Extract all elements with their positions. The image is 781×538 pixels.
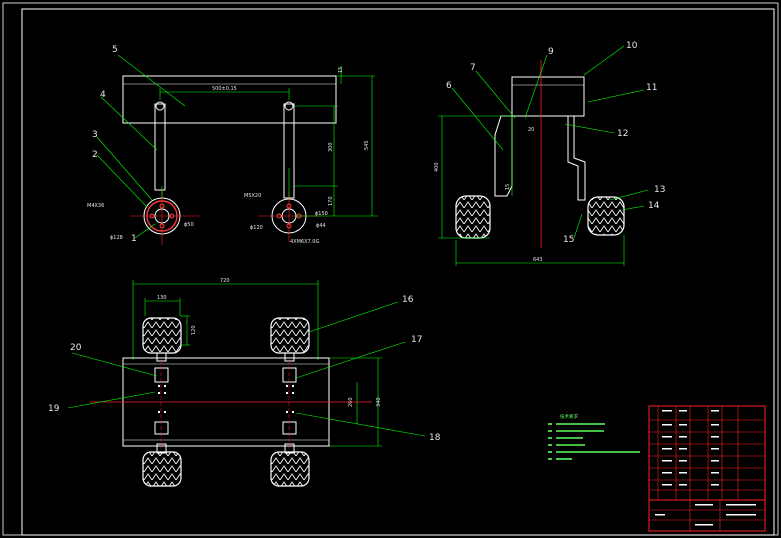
dim-top-overall: 720 [220,278,230,284]
dim-right-a: 300 [328,142,334,152]
label-19: 19 [48,404,60,414]
top-view: 720 130 120 260 340 [48,278,441,487]
label-3: 3 [92,130,98,140]
dim-right-hub: ϕ44 [316,223,326,229]
label-7: 7 [470,63,476,73]
side-right-arm [567,115,586,201]
technical-notes: 技术要求 [548,413,640,460]
front-left-hub [130,190,200,245]
label-2: 2 [92,150,98,160]
label-17: 17 [411,335,422,345]
dim-top-span: 500±0.15 [212,86,237,92]
inner-border [21,8,775,536]
side-left-wheel [455,195,491,239]
label-20: 20 [70,343,82,353]
dim-right-pcd: ϕ120 [250,225,263,231]
dim-left-thread: M4X36 [87,203,104,209]
label-13: 13 [654,185,665,195]
dim-side-width: 643 [533,257,543,263]
dim-right-b: 545 [364,140,370,150]
side-frame [511,76,585,117]
dim-hole-pattern: 4XM6X7.0G [290,239,319,245]
top-wheel-front-right [270,317,310,354]
dim-right-thread: M5X20 [244,193,261,199]
label-14: 14 [648,201,660,211]
dim-right-d: 15 [338,67,344,73]
label-10: 10 [626,41,638,51]
label-11: 11 [646,83,657,93]
label-1: 1 [131,234,137,244]
front-right-hub [258,192,322,242]
dim-left-pcd: ϕ128 [110,235,123,241]
label-4: 4 [100,90,106,100]
dim-top-outer: 340 [376,397,382,407]
side-view: 400 643 20 15 6 7 9 10 11 12 13 14 15 [434,41,665,266]
label-9: 9 [548,47,554,57]
top-wheel-rear-left [142,451,182,487]
label-6: 6 [446,81,452,91]
label-15: 15 [563,235,574,245]
front-view: 500±0.15 300 545 170 15 M4X36 ϕ128 ϕ50 M… [87,45,378,245]
front-right-arm [283,103,295,199]
label-16: 16 [402,295,414,305]
dim-top-wheel-width: 130 [157,295,167,301]
top-wheel-front-left [142,317,182,354]
front-left-arm [154,103,166,191]
dim-side-step: 15 [505,184,511,190]
dim-left-bore: ϕ50 [184,222,194,228]
label-5: 5 [112,45,118,55]
label-12: 12 [617,129,628,139]
dim-right-bore: ϕ150 [315,211,328,217]
front-frame-bar [122,75,337,124]
dim-side-height: 400 [434,162,440,172]
dim-right-c: 170 [328,196,334,206]
side-right-wheel [587,196,625,236]
top-wheel-rear-right [270,451,310,487]
dim-side-offset: 20 [528,127,534,133]
title-block [648,405,766,532]
notes-title: 技术要求 [560,413,578,420]
label-18: 18 [429,433,441,443]
dim-top-wheel-depth: 120 [191,325,197,335]
